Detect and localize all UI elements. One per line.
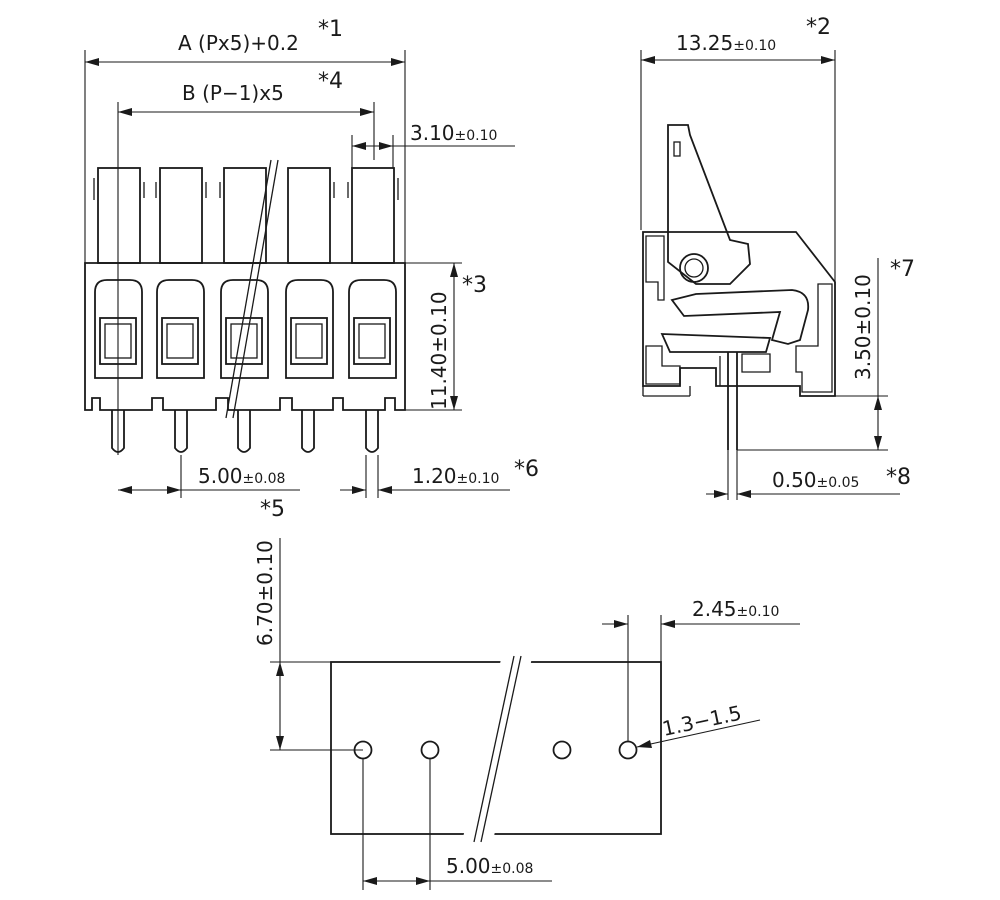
front-clamp-windows	[99, 317, 391, 365]
front-wire-openings	[94, 279, 397, 379]
note-8: *8	[886, 465, 911, 490]
side-view: 13.25±0.10 *2	[640, 15, 915, 500]
dim-pitch-label: 5.00±0.08	[198, 464, 285, 488]
dim-depth-label: 13.25±0.10	[676, 31, 776, 55]
note-3: *3	[462, 273, 487, 298]
note-2: *2	[806, 15, 831, 40]
dim-pin-label: 1.20±0.10	[412, 464, 499, 488]
front-pins	[111, 410, 379, 453]
front-view: A (Px5)+0.2 *1 B (P−1)x5 *4 3.10±0.10	[84, 17, 539, 522]
note-7: *7	[890, 257, 915, 282]
side-pin	[719, 352, 738, 450]
dim-top-width-label: 3.10±0.10	[410, 121, 497, 145]
dim-pcb-pitch-label: 5.00±0.08	[446, 854, 533, 878]
pcb-view: 6.70±0.10 2.45±0.10 1.3−1.5 5.00±0.08	[253, 538, 800, 890]
dim-edge-label: 2.45±0.10	[692, 597, 779, 621]
pcb-outline	[330, 661, 662, 835]
front-break-lines	[225, 159, 279, 419]
note-1: *1	[318, 17, 343, 42]
side-lever	[667, 124, 751, 285]
note-6: *6	[514, 457, 539, 482]
note-4: *4	[318, 69, 343, 94]
note-5: *5	[260, 497, 285, 522]
dim-pin-length-label: 3.50±0.10	[851, 274, 875, 380]
dim-pin-thickness-label: 0.50±0.05	[772, 468, 859, 492]
side-spring-clamp	[660, 289, 810, 353]
dim-row-offset-label: 6.70±0.10	[253, 540, 277, 646]
dim-height-label: 11.40±0.10	[427, 291, 451, 410]
dim-a-label: A (Px5)+0.2	[178, 31, 299, 55]
side-hatched-sections	[645, 235, 833, 393]
pcb-break-lines	[461, 649, 533, 851]
dim-hole-leader	[636, 719, 761, 748]
dim-hole-label: 1.3−1.5	[660, 701, 744, 741]
side-housing-outline	[642, 231, 836, 397]
dim-b-label: B (P−1)x5	[182, 81, 284, 105]
front-housing-body	[84, 262, 406, 411]
front-upper-towers	[93, 167, 399, 264]
